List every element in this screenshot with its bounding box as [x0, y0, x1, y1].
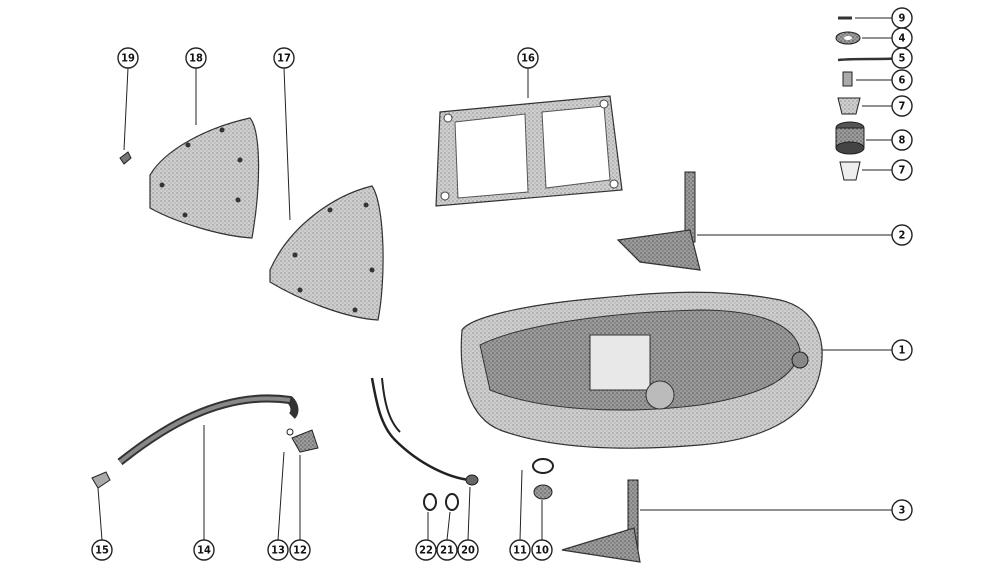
screw-part — [119, 151, 132, 165]
washer-part — [835, 31, 861, 45]
callout-21: 21 — [436, 539, 458, 561]
callout-14: 14 — [193, 539, 215, 561]
svg-text:15: 15 — [95, 544, 109, 557]
svg-text:18: 18 — [189, 52, 203, 65]
hose-fitting-part — [91, 471, 111, 489]
callout-20: 20 — [457, 539, 479, 561]
callout-19: 19 — [117, 47, 139, 69]
svg-text:20: 20 — [461, 544, 475, 557]
wire-harness-part — [370, 377, 479, 486]
callout-7-upper: 7 — [891, 95, 913, 117]
callout-15: 15 — [91, 539, 113, 561]
callout-11: 11 — [509, 539, 531, 561]
svg-text:6: 6 — [899, 74, 906, 87]
hose-part — [117, 394, 299, 466]
callout-18: 18 — [185, 47, 207, 69]
svg-text:1: 1 — [899, 344, 906, 357]
bushing-lower-part — [839, 161, 861, 181]
svg-text:9: 9 — [899, 12, 906, 25]
svg-text:3: 3 — [899, 504, 906, 517]
svg-text:5: 5 — [899, 52, 906, 65]
callout-6: 6 — [891, 69, 913, 91]
svg-text:14: 14 — [197, 544, 211, 557]
svg-text:8: 8 — [899, 134, 906, 147]
callout-9: 9 — [891, 7, 913, 29]
callout-17: 17 — [273, 47, 295, 69]
svg-text:11: 11 — [513, 544, 527, 557]
callout-2: 2 — [891, 224, 913, 246]
svg-text:19: 19 — [121, 52, 135, 65]
callout-10: 10 — [531, 539, 553, 561]
svg-text:13: 13 — [271, 544, 285, 557]
callout-4: 4 — [891, 27, 913, 49]
grommet-small-part — [532, 458, 554, 500]
svg-text:7: 7 — [899, 164, 906, 177]
svg-text:2: 2 — [899, 229, 906, 242]
svg-text:4: 4 — [899, 32, 906, 45]
callout-16: 16 — [517, 47, 539, 69]
svg-text:12: 12 — [293, 544, 307, 557]
lower-bracket-part — [561, 479, 641, 563]
gasket-part — [435, 95, 623, 207]
clamp-part — [286, 428, 319, 453]
o-ring-part — [423, 493, 459, 511]
svg-text:16: 16 — [521, 52, 535, 65]
callout-5: 5 — [891, 47, 913, 69]
grommet-part — [835, 121, 865, 155]
cover-plate-part — [149, 117, 260, 239]
bracket-lever-part — [616, 171, 701, 271]
callout-3: 3 — [891, 499, 913, 521]
svg-text:10: 10 — [535, 544, 549, 557]
callout-22: 22 — [415, 539, 437, 561]
callout-1: 1 — [891, 339, 913, 361]
callout-12: 12 — [289, 539, 311, 561]
callout-13: 13 — [267, 539, 289, 561]
cowl-tray-part — [460, 291, 823, 449]
bushing-upper-part — [837, 97, 861, 115]
callout-8: 8 — [891, 129, 913, 151]
fitting-part — [842, 71, 853, 87]
svg-text:7: 7 — [899, 100, 906, 113]
svg-text:21: 21 — [440, 544, 454, 557]
leader-lines — [97, 17, 905, 541]
svg-text:17: 17 — [277, 52, 291, 65]
cover-plate-2-part — [269, 185, 384, 321]
svg-text:22: 22 — [419, 544, 433, 557]
callout-7-lower: 7 — [891, 159, 913, 181]
